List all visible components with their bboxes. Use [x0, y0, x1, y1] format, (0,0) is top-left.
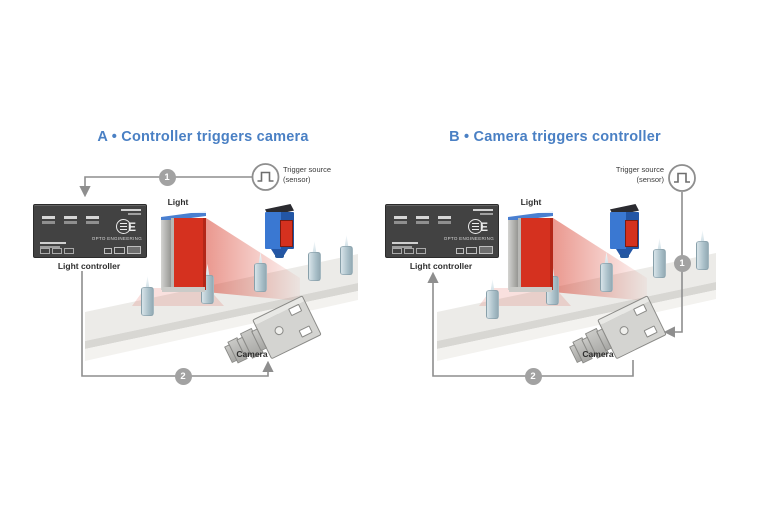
controller-markings — [40, 246, 60, 248]
controller-markings — [416, 216, 429, 224]
step-2-badge: 2 — [174, 367, 192, 385]
controller-brand: OPTO ENGINEERING — [91, 236, 142, 241]
camera-label: Camera — [236, 349, 268, 359]
bar-light — [161, 211, 206, 292]
controller-markings — [42, 216, 55, 224]
opto-engineering-logo-icon: E — [115, 219, 136, 234]
bottle — [254, 252, 267, 292]
light-beam — [553, 218, 647, 301]
step-1-badge: 1 — [158, 168, 176, 186]
conveyor-top — [437, 253, 716, 341]
controller-markings — [86, 216, 99, 224]
flow-line-1 — [663, 192, 683, 338]
light-label: Light — [520, 197, 542, 207]
step-1-badge: 1 — [673, 254, 691, 272]
bottle — [340, 235, 353, 275]
trigger-source-label: Trigger source (sensor) — [283, 165, 332, 184]
bottle — [141, 276, 154, 316]
panel-a-title: A • Controller triggers camera — [97, 129, 309, 145]
light-controller-label: Light controller — [409, 261, 473, 271]
light-label: Light — [167, 197, 189, 207]
controller-markings — [438, 216, 451, 224]
trigger-source-icon — [668, 164, 696, 192]
trigger-source-icon — [251, 163, 280, 191]
bottle — [308, 241, 321, 281]
controller-markings — [394, 216, 407, 224]
opto-engineering-logo-icon: E — [467, 219, 488, 234]
controller-markings — [392, 248, 426, 254]
controller-markings — [40, 248, 74, 254]
controller-brand: OPTO ENGINEERING — [443, 236, 494, 241]
light-controller-label: Light controller — [57, 261, 121, 271]
bottle — [653, 238, 666, 278]
light-controller-device: E OPTO ENGINEERING — [385, 204, 499, 258]
bar-light — [508, 211, 553, 292]
controller-markings — [480, 213, 493, 215]
controller-markings — [40, 241, 66, 244]
bottle — [600, 252, 613, 292]
bottle — [696, 230, 709, 270]
photo-sensor — [265, 204, 294, 258]
controller-markings — [104, 246, 141, 254]
flow-line-2 — [427, 271, 634, 377]
controller-markings — [392, 241, 418, 244]
trigger-source-label: Trigger source (sensor) — [615, 165, 664, 184]
controller-markings — [392, 246, 412, 248]
controller-markings — [473, 209, 493, 211]
light-controller-device: E OPTO ENGINEERING — [33, 204, 147, 258]
controller-markings — [456, 246, 493, 254]
pulse-icon — [674, 172, 690, 183]
photo-sensor — [610, 204, 639, 258]
controller-markings — [128, 213, 141, 215]
controller-markings — [121, 209, 141, 211]
step-2-badge: 2 — [524, 367, 542, 385]
controller-markings — [64, 216, 77, 224]
flow-line-1 — [79, 176, 252, 198]
camera-label: Camera — [582, 349, 614, 359]
pulse-icon — [257, 171, 274, 182]
light-beam — [206, 218, 300, 301]
panel-b-title: B • Camera triggers controller — [449, 129, 661, 145]
bottle — [486, 279, 499, 319]
